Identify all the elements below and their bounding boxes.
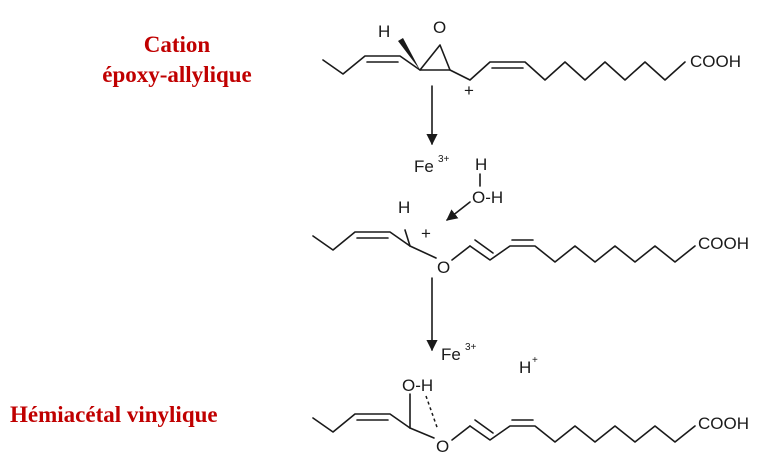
molecule-intermediate: H + O COOH <box>312 198 749 277</box>
molecule-vinyl-hemiacetal: O-H O COOH <box>312 376 749 452</box>
step1-water-h: H <box>475 155 487 174</box>
mid-plus: + <box>421 224 431 243</box>
mid-h: H <box>398 198 410 217</box>
step1-fe-charge: 3+ <box>438 154 450 165</box>
mid-o-c-bond <box>451 245 471 261</box>
step1-fe-symbol: Fe <box>414 157 434 176</box>
step1-water-oh: O-H <box>472 188 503 207</box>
bottom-c-o-bond <box>409 427 435 439</box>
top-chain-right <box>449 61 686 81</box>
step2-proton-charge: + <box>532 355 538 366</box>
cation-label: Cation époxy-allylique <box>92 30 262 90</box>
step2-proton: H <box>519 358 531 377</box>
top-epoxide-o: O <box>433 18 446 37</box>
mid-chain-left <box>312 231 411 251</box>
step2-fe-symbol: Fe <box>441 345 461 364</box>
step-2-reagents: Fe 3+ H + <box>441 342 538 377</box>
bottom-chain-left <box>312 413 411 433</box>
bottom-o-c-bond <box>451 425 471 441</box>
bottom-cooh: COOH <box>698 414 749 433</box>
wedge-bond <box>398 38 420 70</box>
top-cooh: COOH <box>690 52 741 71</box>
top-h: H <box>378 22 390 41</box>
mid-cooh: COOH <box>698 234 749 253</box>
bottom-o: O <box>436 437 449 452</box>
step-1-reagents: Fe 3+ H O-H <box>414 154 503 221</box>
mid-o: O <box>437 258 450 277</box>
top-chain-left <box>322 55 421 75</box>
step2-fe-charge: 3+ <box>465 342 477 353</box>
nucleophilic-attack-arrow <box>446 201 471 221</box>
epoxide-ring <box>419 44 451 71</box>
mid-chain-right <box>469 245 696 263</box>
cation-label-line2: époxy-allylique <box>102 62 252 87</box>
hemiacetal-label: Hémiacétal vinylique <box>10 402 218 427</box>
bottom-hydrogen-bond <box>425 395 439 431</box>
top-plus: + <box>464 81 474 100</box>
mid-c-o-bond <box>409 245 437 259</box>
bottom-vinyl-double-bond <box>474 419 494 434</box>
bottom-oh: O-H <box>402 376 433 395</box>
cation-label-line1: Cation <box>143 32 211 57</box>
mid-vinyl-double-bond <box>474 239 494 254</box>
step1-fe: Fe <box>414 157 434 176</box>
mid-c-h-bond <box>404 229 411 247</box>
bottom-chain-right <box>469 425 696 443</box>
molecule-epoxy-allylic-cation: H O + COOH <box>322 18 741 100</box>
